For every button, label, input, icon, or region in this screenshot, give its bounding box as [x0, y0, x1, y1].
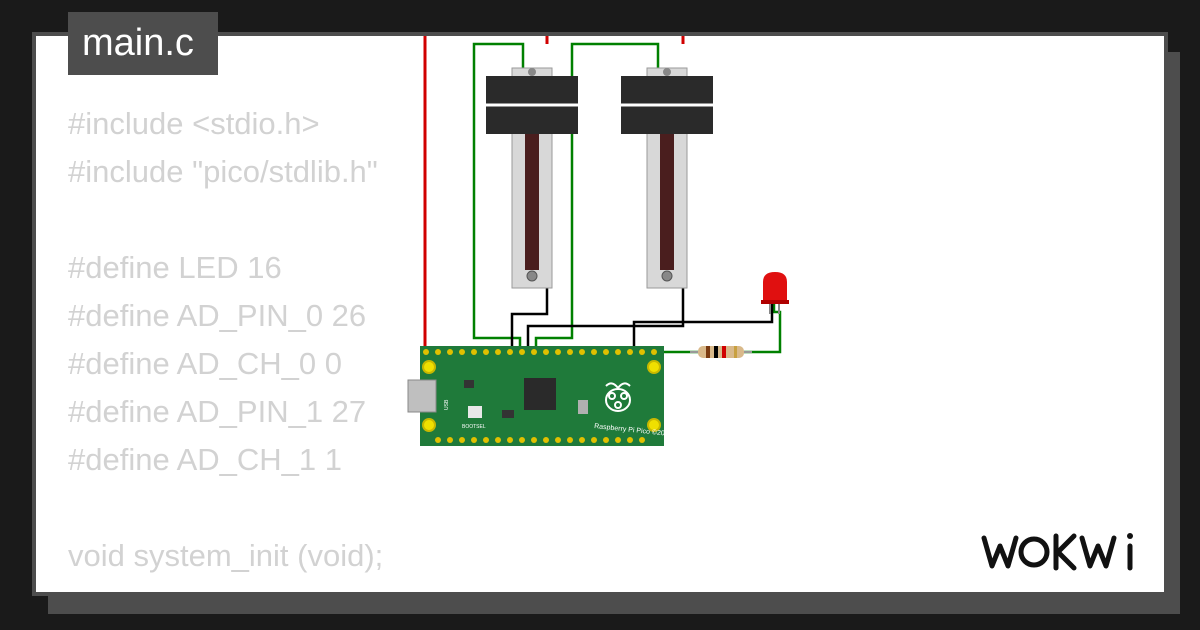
usb-connector	[407, 379, 437, 413]
bootsel-button[interactable]	[468, 406, 482, 418]
wokwi-logo-icon	[981, 533, 1133, 571]
pin-header-bottom	[435, 437, 645, 443]
resistor[interactable]	[690, 346, 752, 358]
pin-header-top	[423, 349, 657, 355]
code-line: #include <stdio.h>	[68, 106, 320, 141]
rp2040-chip	[524, 378, 556, 410]
code-editor[interactable]: #include <stdio.h> #include "pico/stdlib…	[68, 100, 383, 580]
code-line: #define AD_CH_0 0	[68, 346, 343, 381]
code-line: #define AD_PIN_0 26	[68, 298, 367, 333]
wokwi-logo[interactable]: WOKWi	[978, 528, 1148, 576]
bootsel-label: BOOTSEL	[462, 424, 486, 430]
usb-label: USB	[444, 399, 450, 410]
slide-potentiometer-1[interactable]	[486, 67, 578, 289]
file-tab-label: main.c	[82, 22, 194, 64]
slide-potentiometer-2[interactable]	[621, 67, 713, 289]
code-line: #define LED 16	[68, 250, 282, 285]
red-led[interactable]	[761, 272, 789, 314]
raspberry-icon	[605, 382, 631, 412]
code-line: #define AD_CH_1 1	[68, 442, 343, 477]
wire-red-pot-top	[545, 36, 685, 44]
code-line: #include "pico/stdlib.h"	[68, 154, 378, 189]
code-line: #define AD_PIN_1 27	[68, 394, 367, 429]
code-line: void system_init (void);	[68, 538, 384, 573]
raspberry-pi-pico-board[interactable]: Raspberry Pi Pico ©2020 BOOTSEL USB	[407, 346, 673, 446]
file-tab[interactable]: main.c	[68, 12, 218, 75]
wire-black	[510, 288, 774, 352]
preview-card	[32, 32, 1168, 596]
